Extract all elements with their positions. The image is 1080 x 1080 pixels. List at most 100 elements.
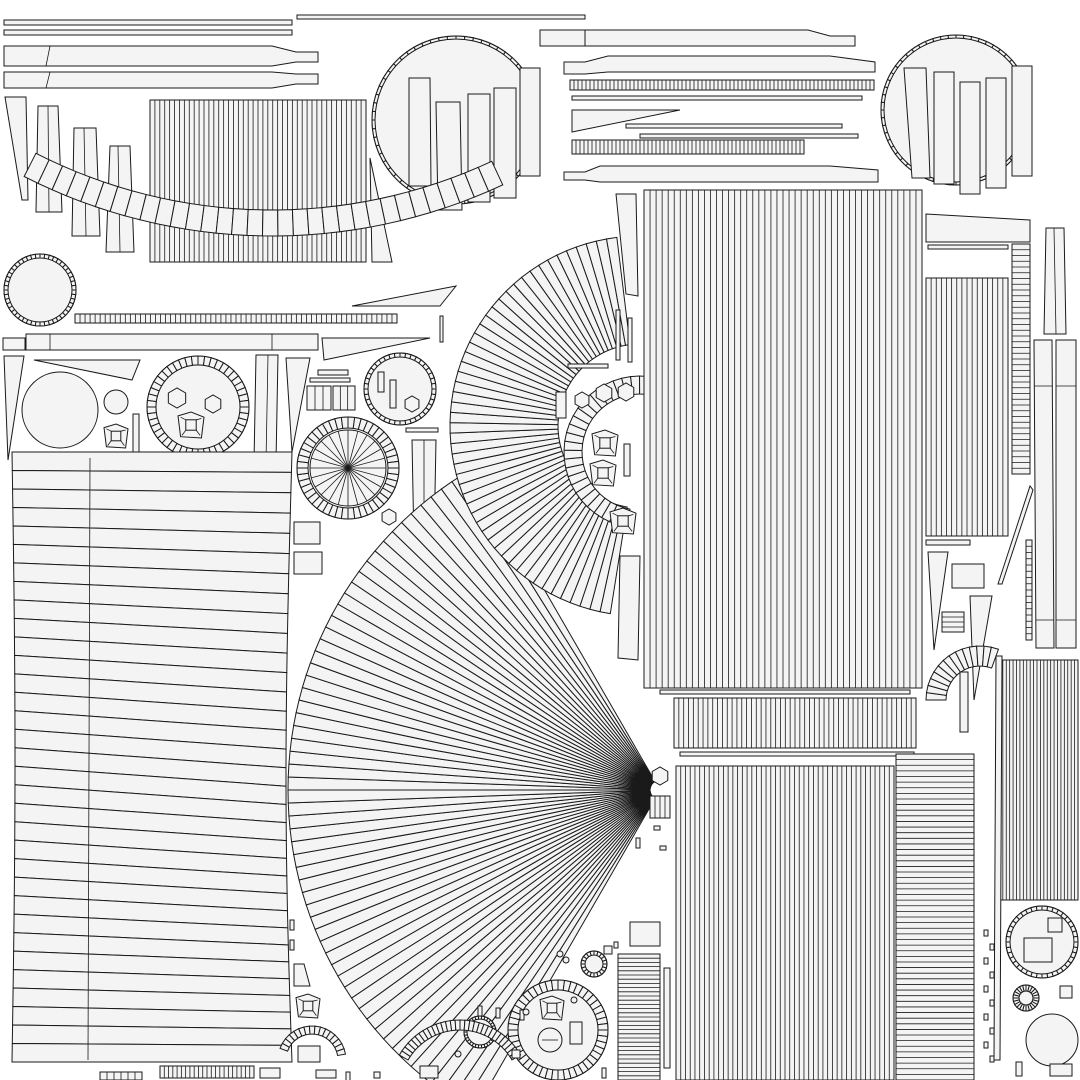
- gear-rim: [557, 1069, 566, 1080]
- wheel-spoke: [347, 457, 385, 469]
- peg: [289, 939, 295, 951]
- wheel-spoke: [347, 440, 376, 469]
- top-right-circle-badge-rim: [955, 34, 965, 39]
- peg: [601, 1067, 607, 1079]
- center-curved-fan: [449, 193, 667, 661]
- long-strip: [563, 165, 879, 183]
- peg: [315, 1069, 337, 1079]
- small-strip: [2, 337, 26, 351]
- hardware-square-edge: [613, 525, 619, 532]
- hardware-square-edge: [612, 512, 618, 517]
- hardware-square-edge: [594, 434, 600, 439]
- peg: [989, 1055, 995, 1063]
- top-circle-badge-rim: [371, 119, 376, 130]
- sliver: [927, 551, 949, 651]
- rosette-hex: [204, 394, 222, 414]
- rosette-hex: [167, 387, 187, 409]
- peg: [555, 391, 567, 419]
- center-tall-striped-block: [643, 189, 923, 695]
- fan-panel-row: [11, 1043, 293, 1063]
- top-right-circle-badge-bar: [959, 81, 981, 195]
- hook-cell: [335, 1048, 347, 1057]
- arc-band-cell: [291, 208, 310, 237]
- small-ring-cell: [3, 289, 9, 296]
- peg: [627, 317, 633, 363]
- hardware-square-inner: [617, 515, 629, 527]
- peg: [132, 413, 140, 453]
- small-fan-cell: [986, 646, 1000, 669]
- mini-gear-cell: [580, 963, 587, 969]
- wheel-spoke: [347, 448, 382, 469]
- top-right-circle-badge: [880, 34, 1033, 195]
- rosette-square-edge: [195, 429, 201, 436]
- inner-ring-cell: [563, 449, 583, 460]
- peg: [259, 1067, 281, 1079]
- top-circle-badge-rim: [446, 35, 457, 40]
- top-right-long-strips: [539, 29, 879, 183]
- peg: [377, 371, 385, 393]
- peg: [983, 985, 989, 993]
- peg: [389, 379, 397, 409]
- dot: [562, 956, 570, 964]
- gear-rim: [550, 979, 559, 991]
- rosette-square-edge: [180, 416, 186, 421]
- mini-hex: [617, 382, 635, 402]
- upper-arc-band: [2, 152, 504, 361]
- mini-disc-rim: [363, 388, 369, 396]
- gear-rim: [507, 1029, 519, 1038]
- hardware-square-inner: [597, 467, 609, 479]
- small-ring-cell: [39, 321, 46, 327]
- peg: [615, 309, 621, 361]
- rosette-face: [155, 364, 241, 450]
- wheel-disc: [293, 352, 475, 575]
- peg: [1059, 985, 1073, 999]
- hardware-square-inner: [599, 437, 611, 449]
- spline-strip: [296, 14, 586, 20]
- center-radial-fan: [287, 467, 656, 1080]
- peg: [959, 671, 969, 733]
- thin-strip: [625, 123, 843, 129]
- top-right-circle-badge-bar: [1011, 65, 1033, 177]
- top-right-circle-badge-rim: [947, 34, 957, 39]
- hardware-square-edge: [312, 999, 318, 1002]
- hardware-square-edge: [595, 447, 601, 454]
- wheel-rim: [296, 467, 309, 476]
- tall-strip: [1033, 339, 1055, 649]
- peg: [289, 919, 295, 931]
- peg: [983, 929, 989, 937]
- wheel-spoke: [347, 467, 382, 488]
- thin-strip: [567, 363, 609, 369]
- hardware-square-edge: [610, 436, 616, 439]
- hardware-square-edge: [556, 1012, 561, 1018]
- small-disc-patches: [3, 355, 141, 461]
- gear-rim: [597, 1022, 609, 1031]
- wheel-spoke: [320, 440, 349, 469]
- br-disc-rim: [1073, 935, 1079, 943]
- sliver: [617, 555, 641, 661]
- top-right-circle-badge-rim: [880, 109, 885, 119]
- mini-gear-cell: [601, 959, 608, 965]
- peg: [659, 845, 667, 851]
- sliver: [321, 337, 431, 361]
- dot: [522, 1008, 530, 1016]
- br-disc-rim: [1041, 973, 1049, 979]
- wheel-spoke: [314, 448, 349, 469]
- bottom-right-disc: [983, 905, 1079, 1077]
- hardware-square-edge: [106, 428, 112, 432]
- thin-strip: [659, 689, 911, 695]
- sliver: [993, 655, 1003, 1061]
- tapered-strip-seam: [265, 354, 269, 463]
- mini-hex: [404, 395, 420, 413]
- tall-strip: [1055, 339, 1077, 649]
- long-strip-cap: [539, 29, 586, 47]
- arc-band-cell: [261, 209, 279, 237]
- thin-strip: [309, 377, 351, 383]
- handle-strip-seam: [45, 71, 51, 89]
- wedge-strip: [925, 213, 1031, 243]
- rosette-rim: [239, 399, 250, 408]
- wheel-rim: [340, 416, 349, 429]
- small-ring-cell: [71, 284, 77, 291]
- sliver: [615, 193, 639, 297]
- wheel-spoke: [337, 467, 349, 505]
- mini-gear-cell: [593, 971, 599, 978]
